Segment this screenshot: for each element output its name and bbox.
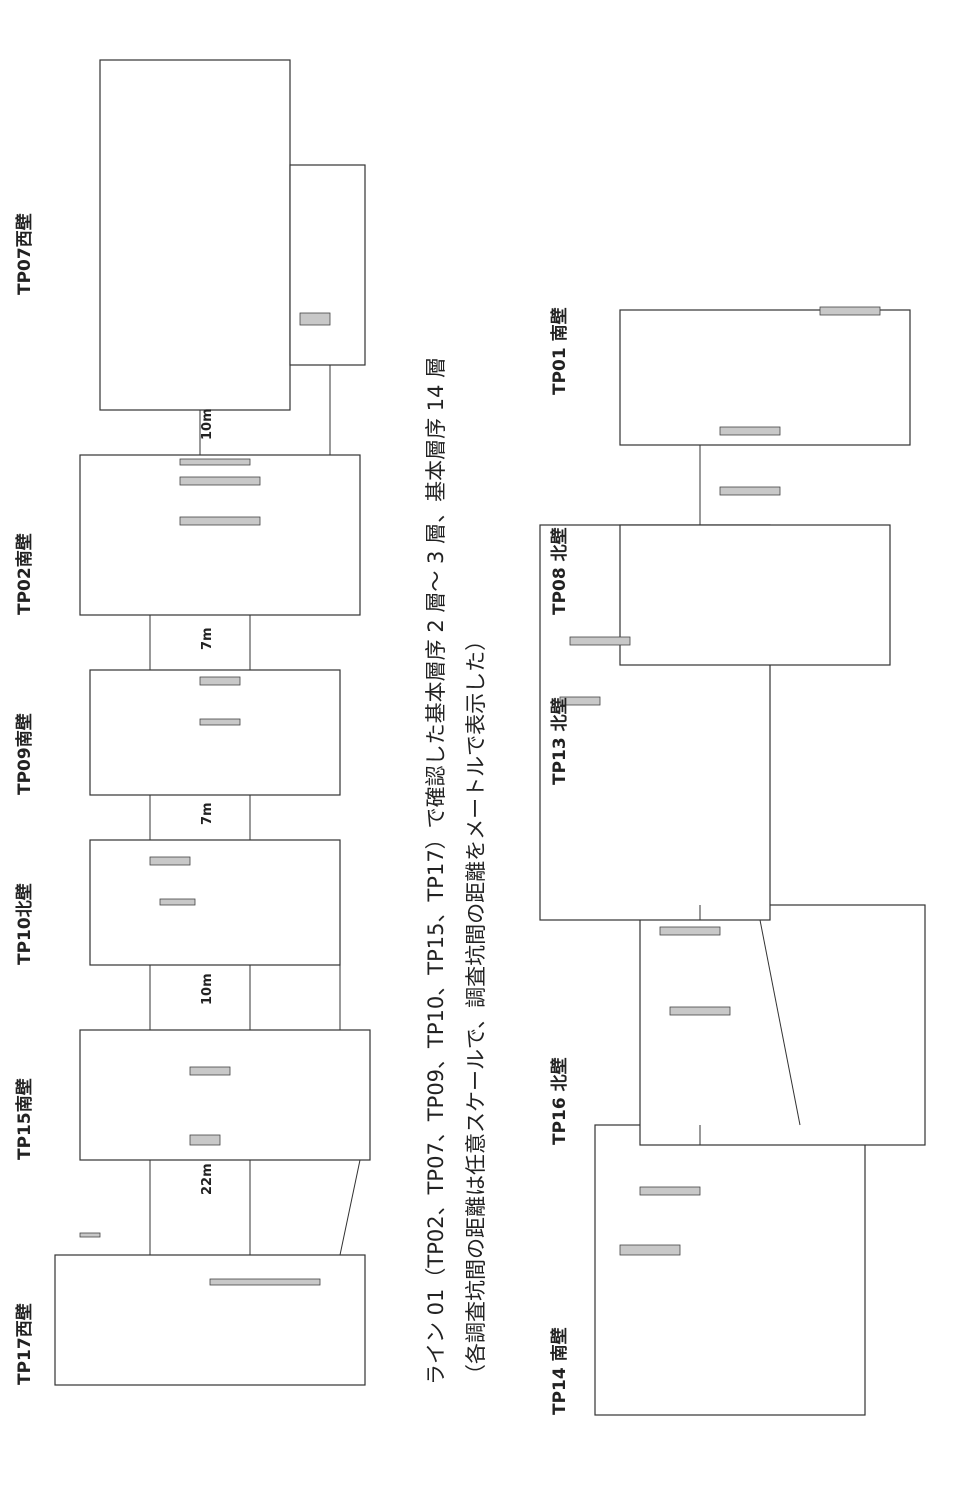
gap-10m: 10m bbox=[200, 973, 215, 1005]
tp07-column-upper bbox=[99, 59, 291, 411]
gap-22m: 22m bbox=[200, 1163, 215, 1195]
tp13-title: TP13 北壁 bbox=[550, 697, 570, 785]
tp15-column bbox=[79, 1029, 371, 1161]
tp09-layer-band bbox=[199, 718, 241, 726]
gap-10m-2: 10m bbox=[200, 408, 215, 440]
tp17-column bbox=[54, 1254, 366, 1386]
tp07-title: TP07西壁 bbox=[15, 213, 35, 295]
tp08-layer-band bbox=[719, 426, 781, 436]
caption: ライン 01（TP02、TP07、TP09、TP10、TP15、TP17）で確認… bbox=[420, 357, 490, 1385]
tp14-column bbox=[594, 1124, 866, 1416]
tp16-layer-band bbox=[669, 1006, 731, 1016]
tp09-column bbox=[89, 669, 341, 796]
tp10-layer-band bbox=[159, 898, 196, 906]
tp17-layer-band bbox=[79, 1232, 101, 1238]
tp13-layer-band bbox=[559, 696, 601, 706]
tp15-layer-band bbox=[189, 1134, 221, 1146]
tp02-title: TP02南壁 bbox=[15, 533, 35, 615]
tp10-column bbox=[89, 839, 341, 966]
tp02-layer-band bbox=[179, 476, 261, 486]
row1-gray-layers bbox=[79, 312, 331, 1286]
tp15-title: TP15南壁 bbox=[15, 1078, 35, 1160]
tp01-column bbox=[619, 309, 911, 446]
tp16-column bbox=[639, 904, 926, 1146]
caption-line2: （各調査坑間の距離は任意スケールで、調査坑間の距離をメートルで表示した） bbox=[464, 629, 488, 1385]
tp08-column bbox=[619, 524, 891, 666]
tp02-layer-band bbox=[179, 516, 261, 526]
tp01-layer-band bbox=[819, 306, 881, 316]
tp08-layer-band bbox=[719, 486, 781, 496]
tp14-layer-band bbox=[639, 1186, 701, 1196]
tp07-layer-band bbox=[299, 312, 331, 326]
row2-columns bbox=[539, 309, 926, 1416]
caption-line1: ライン 01（TP02、TP07、TP09、TP10、TP15、TP17）で確認… bbox=[424, 356, 448, 1385]
tp10-layer-band bbox=[149, 856, 191, 866]
tp16-layer-band bbox=[659, 926, 721, 936]
tp02-column bbox=[79, 454, 361, 616]
gap-7m-2: 7m bbox=[200, 627, 215, 650]
tp02-layer-band bbox=[179, 458, 251, 466]
tp09-title: TP09南壁 bbox=[15, 713, 35, 795]
tp10-title: TP10北壁 bbox=[15, 883, 35, 965]
tp13-layer-band bbox=[569, 636, 631, 646]
tp17-layer-band bbox=[209, 1278, 321, 1286]
gap-7m: 7m bbox=[200, 802, 215, 825]
tp15-layer-band bbox=[189, 1066, 231, 1076]
row1-columns bbox=[54, 59, 371, 1386]
tp17-title: TP17西壁 bbox=[15, 1303, 35, 1385]
tp14-layer-band bbox=[619, 1244, 681, 1256]
tp14-title: TP14 南壁 bbox=[550, 1327, 570, 1415]
tp16-title: TP16 北壁 bbox=[550, 1057, 570, 1145]
correlation-lines bbox=[149, 365, 801, 1256]
tp09-layer-band bbox=[199, 676, 241, 686]
row2-gray-layers bbox=[559, 306, 881, 1256]
tp07-column-lower bbox=[289, 164, 366, 366]
tp08-title: TP08 北壁 bbox=[550, 527, 570, 615]
tp01-title: TP01 南壁 bbox=[550, 307, 570, 395]
